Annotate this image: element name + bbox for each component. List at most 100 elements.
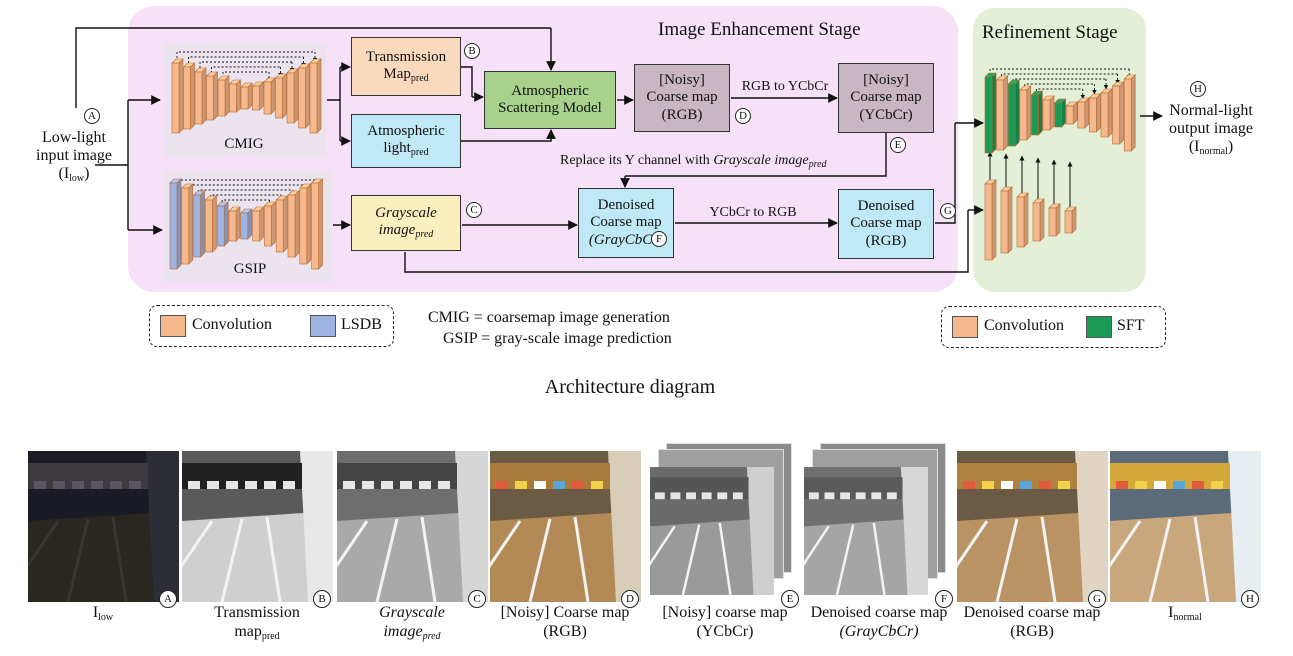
scene-pinsetter-band [28, 463, 148, 489]
scene-pin-display [886, 492, 897, 500]
thumbnail-marker-e: E [781, 590, 799, 608]
scene-pin-display [362, 481, 374, 489]
ycbcr-to-rgb-label: YCbCr to RGB [709, 205, 797, 220]
scene-lane-floor [182, 511, 333, 602]
gsip-block-1 [181, 183, 194, 265]
replace-y-line [625, 133, 887, 177]
gsip-block-3-front [205, 199, 213, 253]
cmig-block-2-front [194, 71, 203, 125]
refine-encoder-block-2-front [1016, 196, 1025, 248]
refine-block-12-front [1123, 78, 1132, 152]
gsip-block-9-front [275, 199, 284, 253]
scene-pin-display [110, 481, 122, 489]
refine-block-12-side [1130, 74, 1136, 152]
atmospheric-light-box: Atmospheric lightpred [351, 114, 461, 168]
scene-pin-display [1154, 481, 1166, 489]
refinement-stage-title: Refinement Stage [982, 22, 1118, 43]
scene-pin-display [515, 481, 527, 489]
refine-block-7 [1065, 101, 1078, 125]
refine-block-11-side [1119, 81, 1124, 145]
scene-pin-display [1192, 481, 1204, 489]
thumbnail-caption-line2: (YCbCr) [696, 622, 754, 640]
thumbnail-caption-line1: [Noisy] coarse map [662, 604, 788, 621]
scene-pin-display [670, 492, 681, 500]
scene-pin-display [496, 481, 508, 489]
scene-pin-display [1001, 481, 1013, 489]
cmig-block-1-front [183, 66, 191, 130]
scene-gutter [1040, 516, 1057, 602]
gsip-block-6 [240, 208, 253, 240]
refine-encoder-block-5-front [1064, 210, 1073, 234]
scene-pin-display [717, 492, 728, 500]
refine-block-10 [1100, 88, 1113, 138]
cmig-block-9-side [282, 73, 287, 119]
thumbnail-caption-line1: Grayscale [379, 604, 445, 621]
cmig-block-11-front [298, 67, 306, 129]
thumbnail-caption-line1: Inormal [1168, 604, 1202, 623]
refine-block-9-front [1089, 97, 1097, 133]
scene-gutter [718, 522, 732, 595]
gsip-block-7-front [252, 210, 260, 242]
gsip-block-5-front [228, 210, 237, 242]
bowling-alley-scene [804, 467, 928, 595]
gsip-block-11-front [299, 187, 308, 265]
refine-encoder-block-1 [1000, 186, 1013, 254]
refine-block-5-front [1042, 99, 1051, 131]
gsip-block-4 [216, 201, 229, 247]
refine-block-8-front [1077, 101, 1086, 129]
cmig-block-2-side [201, 67, 207, 125]
marker-h: H [1190, 81, 1206, 97]
cmig-block-4-side [224, 75, 230, 117]
definition-gsip: GSIP = gray-scale image prediction [443, 330, 672, 347]
transmission-out [461, 66, 473, 97]
scene-pin-display [1020, 481, 1032, 489]
thumbnail-image-a [28, 451, 179, 602]
refine-block-3-front [1019, 89, 1028, 141]
scene-pin-display [553, 481, 565, 489]
refine-block-11 [1111, 81, 1125, 145]
transmission-map-box: Transmission Mappred [351, 37, 461, 96]
refine-block-1-side [1003, 75, 1008, 151]
scene-pin-display [701, 492, 712, 500]
scene-gutter [220, 518, 244, 602]
thumbnail-marker-f: F [935, 590, 953, 608]
cmig-block-0-front [171, 62, 180, 134]
gsip-block-2-side [200, 190, 205, 258]
denoised-to-refine-line [935, 123, 956, 224]
scene-pin-display [91, 481, 103, 489]
scene-right-wall [746, 467, 774, 595]
thumbnail-caption-d: [Noisy] Coarse map(RGB) [485, 604, 645, 642]
gsip-block-6-front [240, 212, 249, 240]
cmig-block-0-side [178, 58, 184, 134]
scene-lane-floor [1110, 511, 1261, 602]
thumbnail-caption-e: [Noisy] coarse map(YCbCr) [645, 604, 805, 642]
refine-block-3-side [1026, 85, 1032, 141]
replace-y-channel-label: Replace its Y channel with Grayscale ima… [560, 153, 827, 170]
scene-gutter [111, 516, 128, 602]
scene-pin-display [572, 481, 584, 489]
input-label: Low-light input image (Ilow) [18, 129, 130, 184]
output-label-line1: Normal-light [1169, 102, 1253, 119]
scene-pin-display [1135, 481, 1147, 489]
scene-right-wall [300, 451, 333, 602]
gsip-block-5 [228, 206, 241, 242]
thumbnail-caption-line2: mappred [234, 622, 280, 642]
gsip-block-1-side [188, 183, 194, 265]
gsip-block-7-side [259, 206, 264, 242]
refine-block-5-side [1049, 95, 1055, 131]
refine-encoder-block-4-front [1048, 207, 1057, 237]
refine-block-12 [1123, 74, 1136, 152]
thumbnail-caption-line1: Denoised coarse map [810, 604, 948, 621]
input-label-line1: Low-light [42, 129, 106, 146]
legend-right: Convolution SFT [941, 306, 1166, 348]
refine-encoder-block-3-front [1032, 202, 1041, 242]
output-label-symbol: (Inormal) [1188, 137, 1234, 157]
scene-pinsetter-band [1110, 463, 1230, 489]
convolution-swatch [160, 315, 186, 337]
scene-pin-display [808, 492, 819, 500]
cmig-block-2 [194, 67, 207, 125]
thumbnail-caption-a: Ilow [23, 604, 183, 624]
gsip-label: GSIP [233, 261, 267, 277]
scene-gutter [528, 518, 552, 602]
